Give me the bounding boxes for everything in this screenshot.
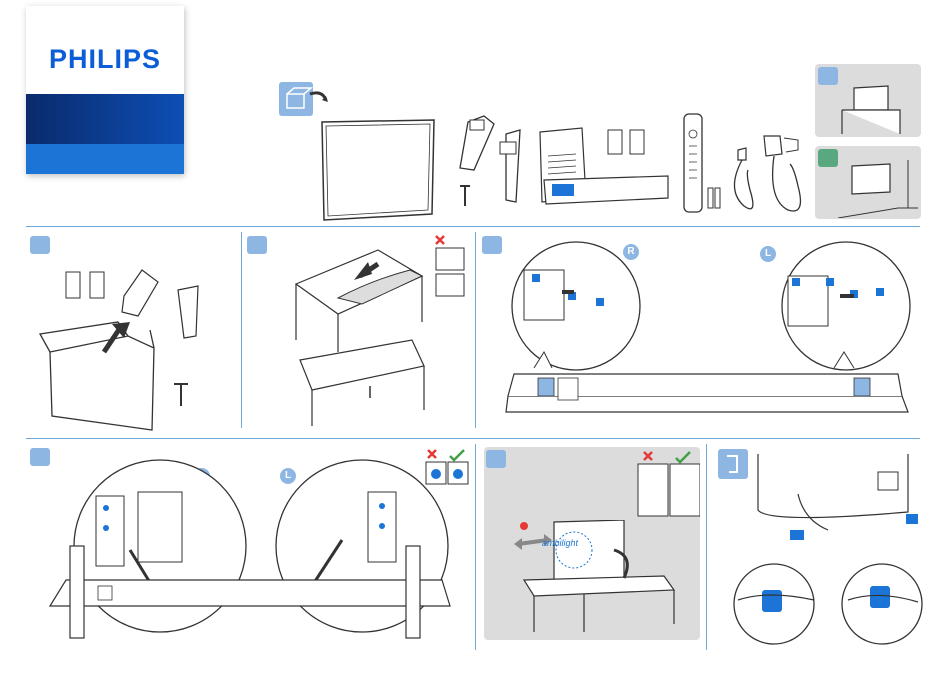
divider-middle — [26, 438, 920, 439]
step-5-badge — [486, 450, 506, 468]
divider-col-2 — [475, 232, 476, 428]
power-cables-illustration — [724, 130, 814, 218]
attach-stand-feet-illustration — [504, 240, 914, 420]
tv-face-down-on-table-illustration — [282, 240, 432, 426]
tv-on-wall-illustration — [838, 160, 918, 218]
tv-on-stand-illustration — [838, 82, 908, 134]
screw-stand-feet-illustration — [46, 456, 466, 646]
remote-control-illustration — [678, 112, 708, 216]
divider-col-1 — [241, 232, 242, 428]
divider-col-3 — [475, 444, 476, 650]
brand-logo-card: PHILIPS — [26, 6, 184, 174]
divider-col-4 — [706, 444, 707, 650]
unbox-icon — [278, 80, 330, 120]
warning-icon-panel — [432, 234, 470, 300]
logo-blue-band — [26, 144, 184, 174]
tv-on-table-ambilight-illustration — [514, 520, 694, 632]
unpack-box-illustration — [38, 266, 238, 432]
tabletop-badge — [818, 67, 838, 85]
tv-panel-illustration — [318, 118, 438, 222]
stand-orientation-check-panel — [636, 450, 700, 518]
step-1-badge — [30, 236, 50, 254]
documents-illustration — [534, 126, 674, 206]
stand-feet-illustration — [444, 110, 536, 210]
ambilight-logo-text: ambilight — [542, 538, 622, 548]
brand-logo-text: PHILIPS — [26, 44, 184, 75]
wall-mount-badge — [818, 149, 838, 167]
logo-gradient-band — [26, 94, 184, 144]
cable-management-illustration — [718, 450, 924, 646]
step-3-badge — [482, 236, 502, 254]
divider-top — [26, 226, 920, 227]
step-2-badge — [247, 236, 267, 254]
batteries-illustration — [706, 186, 722, 210]
